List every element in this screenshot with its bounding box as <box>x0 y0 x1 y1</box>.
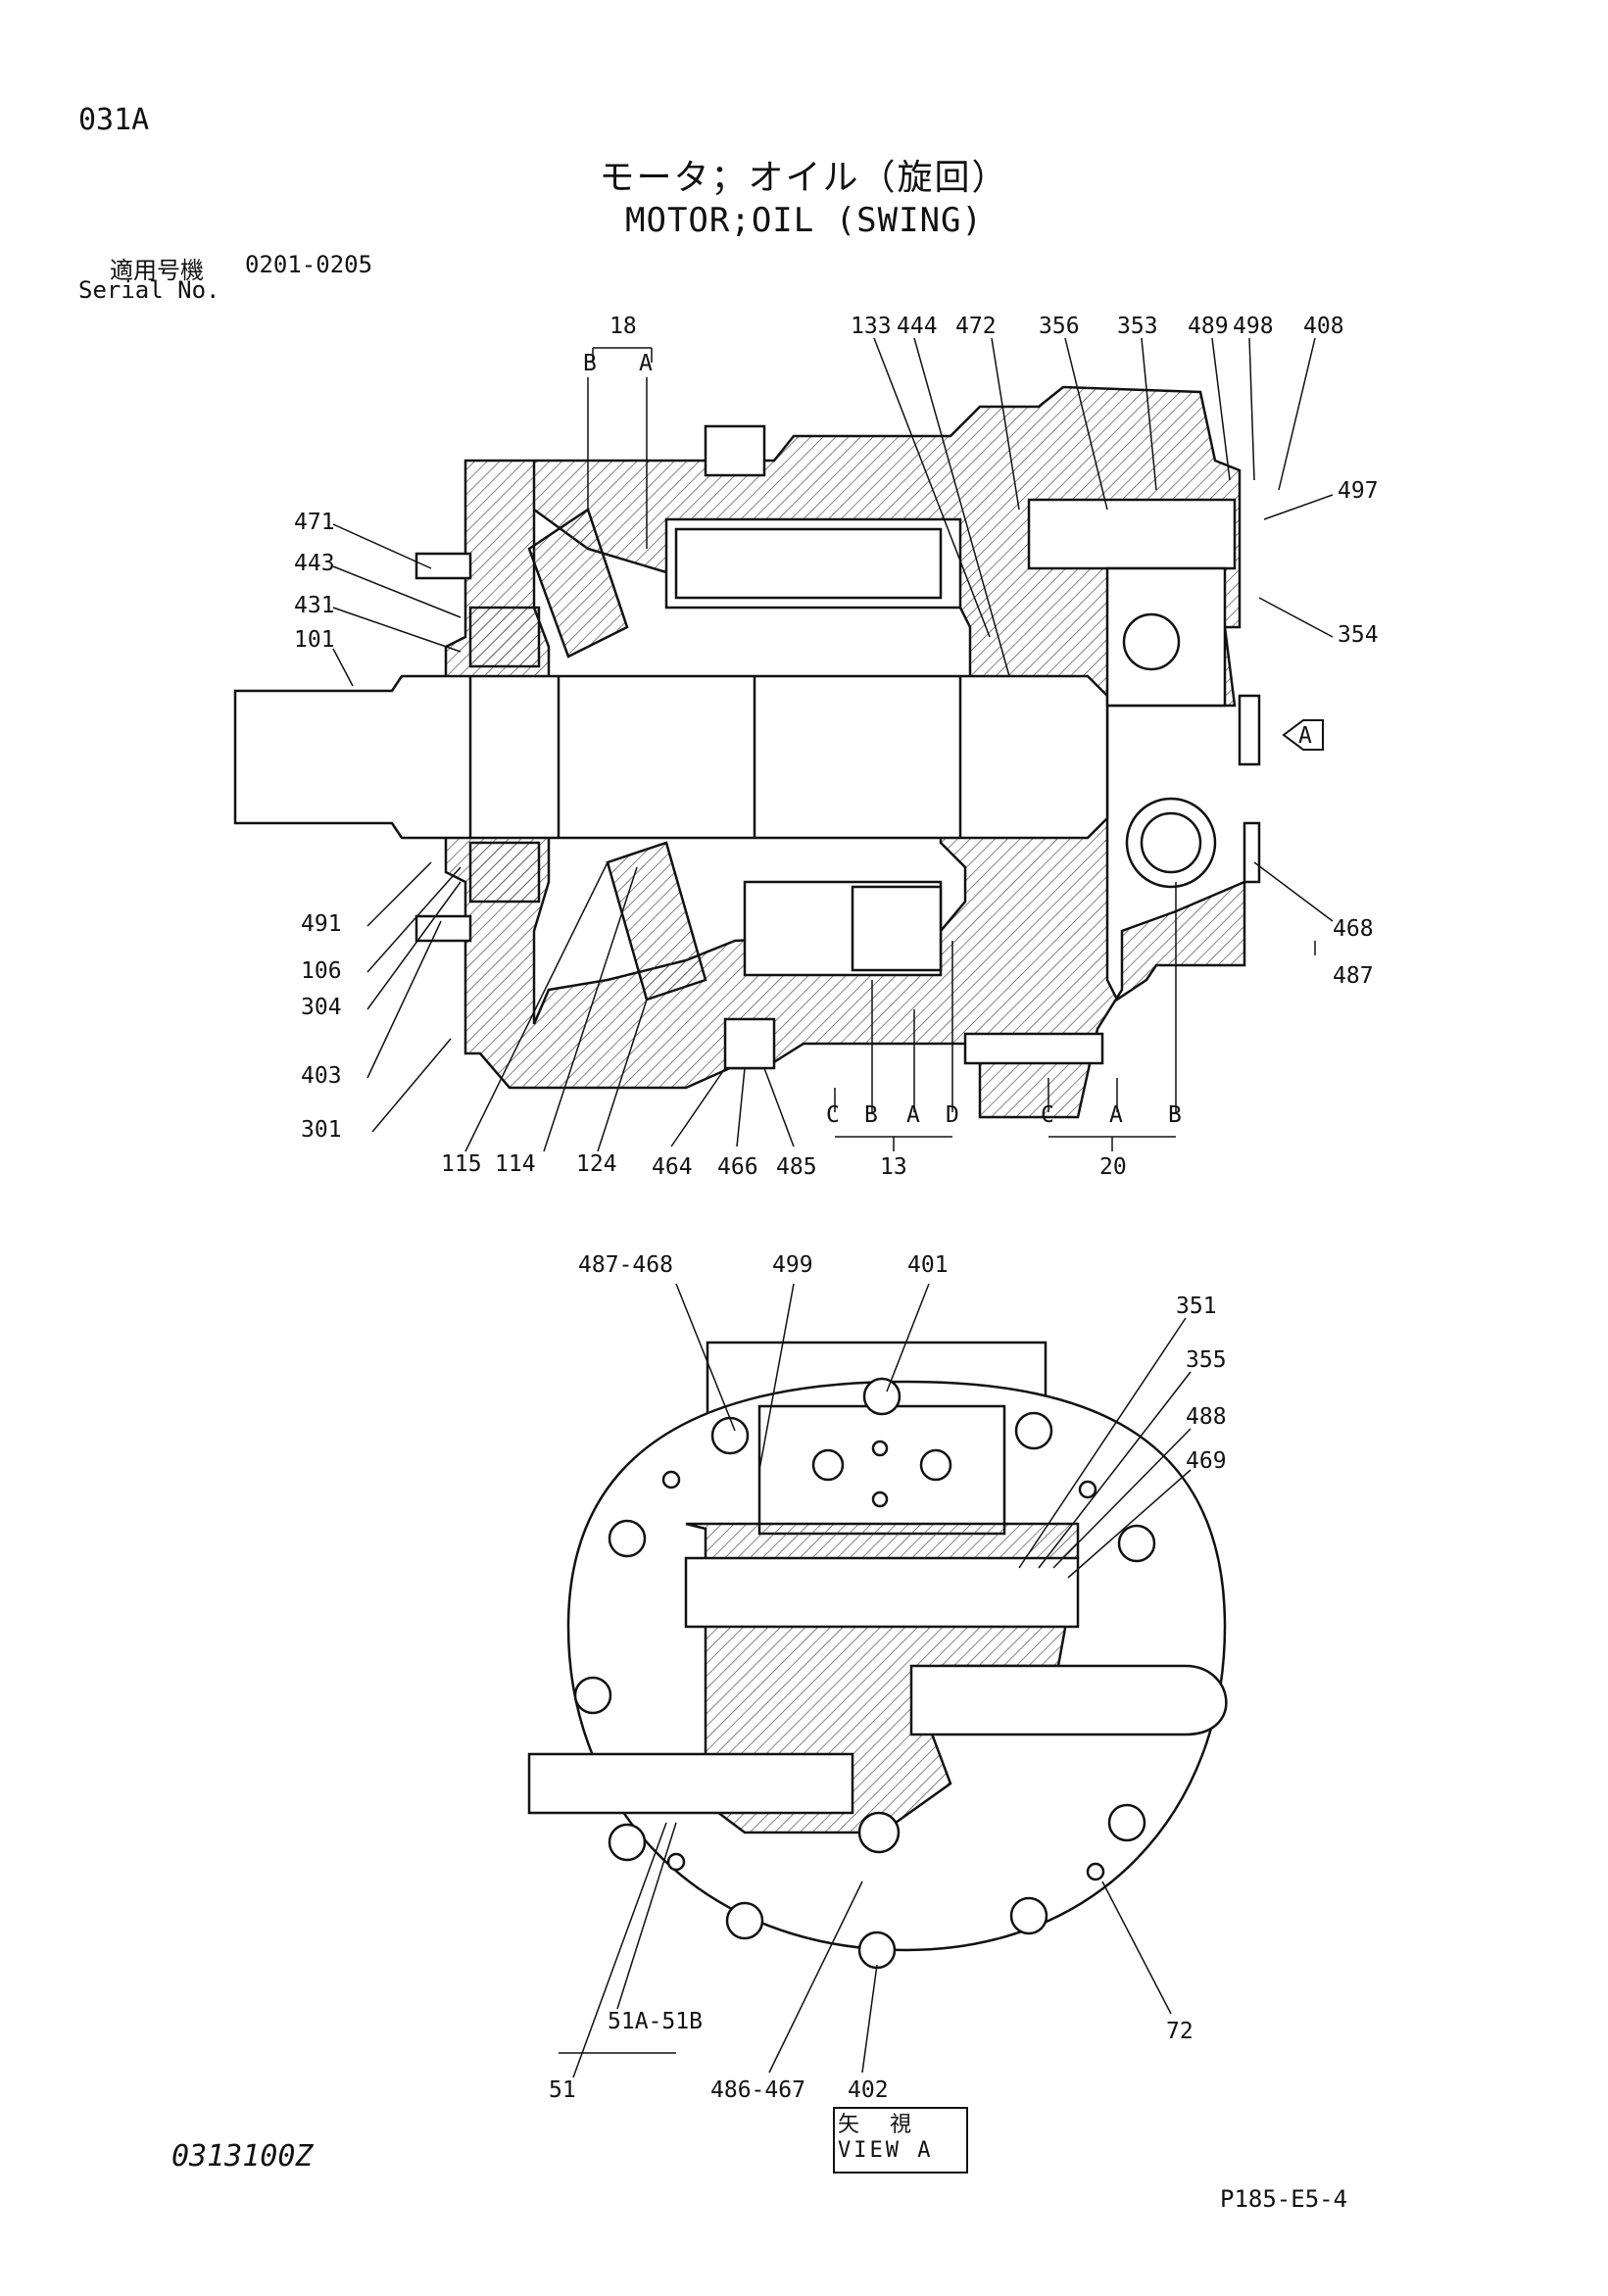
label-485: 485 <box>776 1154 817 1180</box>
label-486-467: 486-467 <box>710 2077 805 2103</box>
label-468: 468 <box>1333 916 1374 942</box>
label-b-13: B <box>864 1102 878 1128</box>
label-20: 20 <box>1099 1154 1127 1180</box>
label-443: 443 <box>294 551 335 576</box>
label-487-468: 487-468 <box>578 1252 673 1278</box>
label-133: 133 <box>851 314 892 339</box>
label-402: 402 <box>848 2077 889 2103</box>
drawing-code: 0313100Z <box>171 2139 314 2174</box>
serial-range: 0201-0205 <box>245 251 373 278</box>
view-marker-japanese: 矢 視 <box>838 2113 923 2137</box>
label-d-13: D <box>946 1102 959 1128</box>
label-488: 488 <box>1186 1404 1227 1430</box>
title-english: MOTOR;OIL (SWING) <box>625 201 983 240</box>
view-a-drawing <box>527 1341 1228 1970</box>
label-a-top: A <box>639 351 653 376</box>
label-106: 106 <box>301 958 342 984</box>
label-101: 101 <box>294 627 335 653</box>
label-b-top: B <box>583 351 597 376</box>
label-444: 444 <box>897 314 938 339</box>
view-marker-english: VIEW A <box>838 2138 934 2163</box>
label-351: 351 <box>1176 1294 1217 1319</box>
label-72: 72 <box>1166 2019 1194 2044</box>
label-408: 408 <box>1303 314 1344 339</box>
label-c-20: C <box>1041 1102 1054 1128</box>
label-b-20: B <box>1168 1102 1182 1128</box>
label-469: 469 <box>1186 1448 1227 1474</box>
serial-label-english: Serial No. <box>78 276 220 304</box>
label-view-arrow-a: A <box>1298 723 1312 749</box>
sectional-view <box>233 385 1261 1119</box>
label-471: 471 <box>294 510 335 535</box>
label-472: 472 <box>955 314 997 339</box>
label-499: 499 <box>772 1252 813 1278</box>
label-114: 114 <box>495 1151 536 1177</box>
bottom-view-labels: 487-468 499 401 351 355 488 469 51A-51B … <box>549 1252 1227 2103</box>
label-a-13: A <box>906 1102 920 1128</box>
label-18: 18 <box>609 314 637 339</box>
view-arrow-icon <box>1282 719 1324 751</box>
title-japanese: モータ；オイル（旋回） <box>599 158 1009 198</box>
label-124: 124 <box>576 1151 617 1177</box>
label-497: 497 <box>1338 478 1379 504</box>
serial-label-japanese: 適用号機 <box>110 257 204 284</box>
label-403: 403 <box>301 1063 342 1089</box>
view-marker-box <box>833 2107 968 2174</box>
label-498: 498 <box>1233 314 1274 339</box>
label-353: 353 <box>1117 314 1158 339</box>
page-reference: P185-E5-4 <box>1220 2185 1348 2213</box>
label-304: 304 <box>301 995 342 1020</box>
label-115: 115 <box>441 1151 482 1177</box>
label-51a-51b: 51A-51B <box>608 2009 703 2034</box>
top-view-labels: 18 B A 133 444 472 356 353 489 498 408 4… <box>294 314 1379 1180</box>
label-c-13: C <box>826 1102 840 1128</box>
label-355: 355 <box>1186 1347 1227 1373</box>
label-51: 51 <box>549 2077 576 2103</box>
leader-lines-top <box>332 337 1334 1152</box>
label-13: 13 <box>880 1154 907 1180</box>
label-a-20: A <box>1109 1102 1123 1128</box>
label-491: 491 <box>301 911 342 937</box>
label-487: 487 <box>1333 963 1374 989</box>
label-301: 301 <box>301 1117 342 1143</box>
label-401: 401 <box>907 1252 949 1278</box>
label-431: 431 <box>294 593 335 618</box>
label-489: 489 <box>1188 314 1229 339</box>
leader-lines-bottom <box>559 1283 1192 2078</box>
label-356: 356 <box>1039 314 1080 339</box>
label-354: 354 <box>1338 622 1379 648</box>
label-466: 466 <box>717 1154 758 1180</box>
page-code: 031A <box>78 103 150 137</box>
label-464: 464 <box>652 1154 693 1180</box>
